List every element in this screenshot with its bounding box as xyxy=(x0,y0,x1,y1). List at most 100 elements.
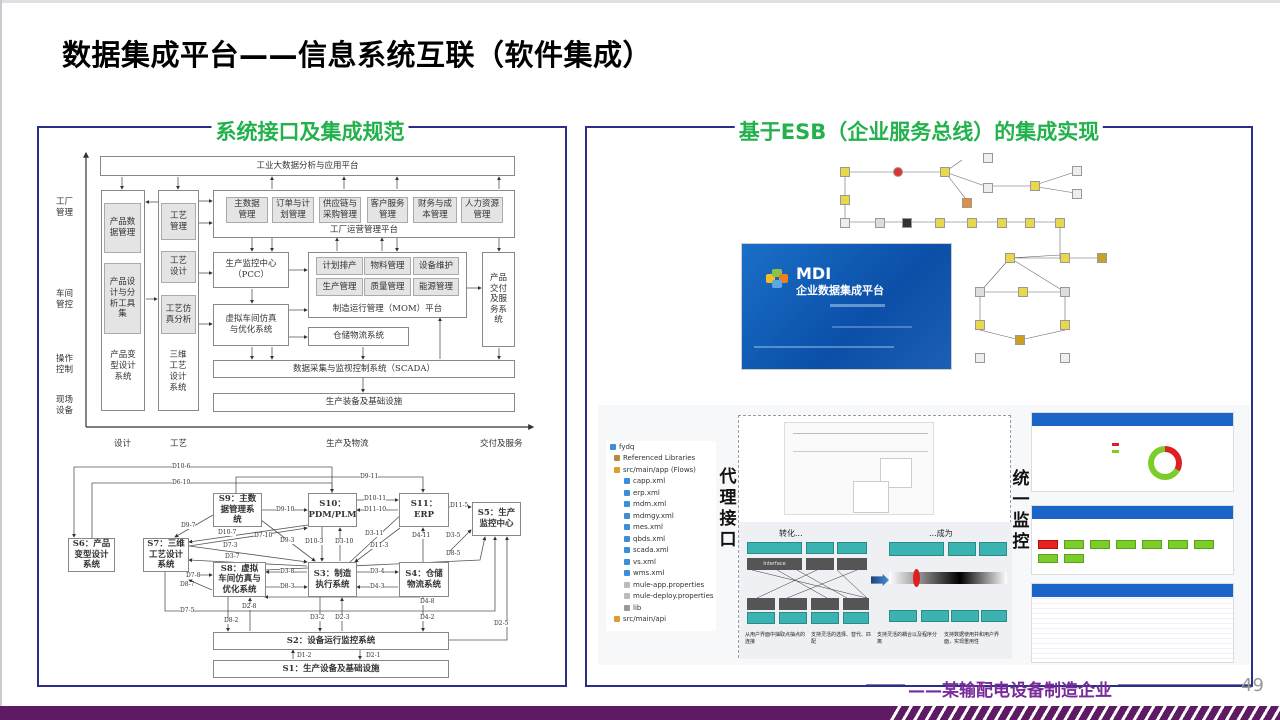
system-status-tile[interactable] xyxy=(1116,540,1136,549)
flow-node-icon xyxy=(975,287,985,297)
tree-item[interactable]: erp.xml xyxy=(606,487,716,499)
mule-file-icon xyxy=(624,501,630,508)
flow-node-icon xyxy=(962,198,972,208)
system-block xyxy=(889,542,944,556)
point-to-point-lines xyxy=(751,570,868,599)
virtual-workshop-box: 虚拟车间仿真与优化系统 xyxy=(213,304,289,346)
mom-module: 物料管理 xyxy=(364,257,411,275)
transform-after-label: ...成为 xyxy=(929,529,953,538)
tree-item[interactable]: mes.xml xyxy=(606,522,716,534)
tree-item[interactable]: qbds.xml xyxy=(606,533,716,545)
system-block xyxy=(837,542,867,554)
tree-item[interactable]: scada.xml xyxy=(606,545,716,557)
system-status-tile[interactable] xyxy=(1064,540,1084,549)
system-status-tile[interactable] xyxy=(1142,540,1162,549)
tree-item-label: mdmgy.xml xyxy=(633,511,674,520)
flow-node-icon xyxy=(1015,335,1025,345)
flow-label: D4-3 xyxy=(370,583,385,590)
system-s7: S7：三维工艺设计系统 xyxy=(143,538,189,572)
flow-node-icon xyxy=(1060,253,1070,263)
flow-label: D8-2 xyxy=(224,617,239,624)
flow-label: D11-10 xyxy=(364,506,387,513)
bullet-text: 支持灵活的选择、替代、匹配 xyxy=(811,632,872,645)
status-donut-chart xyxy=(1148,446,1182,480)
axis-label-factory: 工厂管理 xyxy=(56,197,74,219)
flow-label: D11-5 xyxy=(450,502,469,509)
tree-item[interactable]: src/main/api xyxy=(606,614,716,626)
folder-icon xyxy=(614,466,620,473)
flow-label: D10-11 xyxy=(364,495,387,502)
system-s1: S1：生产设备及基础设施 xyxy=(213,660,449,678)
tree-item[interactable]: Referenced Libraries xyxy=(606,453,716,465)
flow-node-icon xyxy=(1005,253,1015,263)
tree-item[interactable]: vs.xml xyxy=(606,556,716,568)
axis-label-field: 现场设备 xyxy=(56,395,74,417)
tree-item[interactable]: mule-deploy.properties xyxy=(606,591,716,603)
system-status-tile[interactable] xyxy=(1038,540,1058,549)
bus-marker xyxy=(913,569,920,587)
tree-item-label: lib xyxy=(633,603,642,612)
tree-item-label: mdm.xml xyxy=(633,500,667,509)
mdi-logo-text: MDI xyxy=(796,264,832,283)
flow-label: D3-2 xyxy=(310,614,325,621)
tree-item[interactable]: mule-app.properties xyxy=(606,579,716,591)
flow-label: D8-3 xyxy=(280,583,295,590)
flow-node-icon xyxy=(935,218,945,228)
flow-label: D9-10 xyxy=(276,506,295,513)
system-status-tile[interactable] xyxy=(1064,554,1084,563)
interface-block xyxy=(806,558,834,570)
flow-node-icon xyxy=(1060,353,1070,363)
esb-composite-image: fydq Referenced Libraries src/main/app (… xyxy=(598,405,1250,665)
system-s9: S9：主数据管理系统 xyxy=(213,493,262,527)
page-number: 49 xyxy=(1241,675,1264,696)
system-s8: S8：虚拟车间仿真与优化系统 xyxy=(213,562,266,597)
footer-company: ——某输配电设备制造企业 xyxy=(908,681,1112,701)
flow-node-icon xyxy=(1072,166,1082,176)
flow-label: D3-10 xyxy=(335,538,354,545)
process-design: 工艺设计 xyxy=(161,251,196,283)
system-block xyxy=(747,612,775,624)
variant-design-system: 产品变型设计系统 xyxy=(110,350,136,383)
mdi-info-line xyxy=(832,326,912,328)
flow-node-icon xyxy=(983,153,993,163)
mule-file-icon xyxy=(624,570,630,577)
stop-node-icon xyxy=(893,167,903,177)
monitor-dashboard xyxy=(1031,412,1234,492)
system-status-tile[interactable] xyxy=(1038,554,1058,563)
esb-transform-panel: 转化... ...成为 Interface 从用户界面中抽取点抽点的连接 支持灵… xyxy=(738,415,1012,659)
system-block xyxy=(779,612,807,624)
tree-item[interactable]: mdm.xml xyxy=(606,499,716,511)
top-strip xyxy=(0,0,1280,3)
axis-label-design: 设计 xyxy=(114,439,132,449)
tree-item[interactable]: mdmgy.xml xyxy=(606,510,716,522)
tree-item[interactable]: lib xyxy=(606,602,716,614)
unified-monitor-label: 统一监控 xyxy=(1012,469,1030,552)
process-mgmt: 工艺管理 xyxy=(161,203,196,240)
monitor-log-table xyxy=(1031,583,1234,663)
mule-file-icon xyxy=(624,547,630,554)
system-status-tile[interactable] xyxy=(1090,540,1110,549)
mom-module: 质量管理 xyxy=(364,278,411,296)
tree-item[interactable]: capp.xml xyxy=(606,476,716,488)
system-status-tile[interactable] xyxy=(1168,540,1188,549)
project-icon xyxy=(610,443,616,450)
tree-item[interactable]: wms.xml xyxy=(606,568,716,580)
pcc-box: 生产监控中心（PCC） xyxy=(213,252,289,288)
tree-item-label: mes.xml xyxy=(633,523,663,532)
ops-module: 人力资源管理 xyxy=(461,197,503,223)
axis-label-workshop: 车间管控 xyxy=(56,289,74,311)
axis-label-operation: 操作控制 xyxy=(56,354,74,376)
flow-label: D7-10 xyxy=(254,532,273,539)
tree-item[interactable]: src/main/app (Flows) xyxy=(606,464,716,476)
system-status-tile[interactable] xyxy=(1194,540,1214,549)
flow-label: D10-3 xyxy=(305,538,324,545)
left-panel-title: 系统接口及集成规范 xyxy=(211,116,409,146)
mom-module: 计划排产 xyxy=(316,257,363,275)
tree-item[interactable]: fydq xyxy=(606,441,716,453)
folder-icon xyxy=(614,616,620,623)
flow-label: D2-1 xyxy=(366,652,381,659)
axis-label-production: 生产及物流 xyxy=(326,439,369,449)
system-block xyxy=(889,610,917,622)
system-block xyxy=(921,610,949,622)
